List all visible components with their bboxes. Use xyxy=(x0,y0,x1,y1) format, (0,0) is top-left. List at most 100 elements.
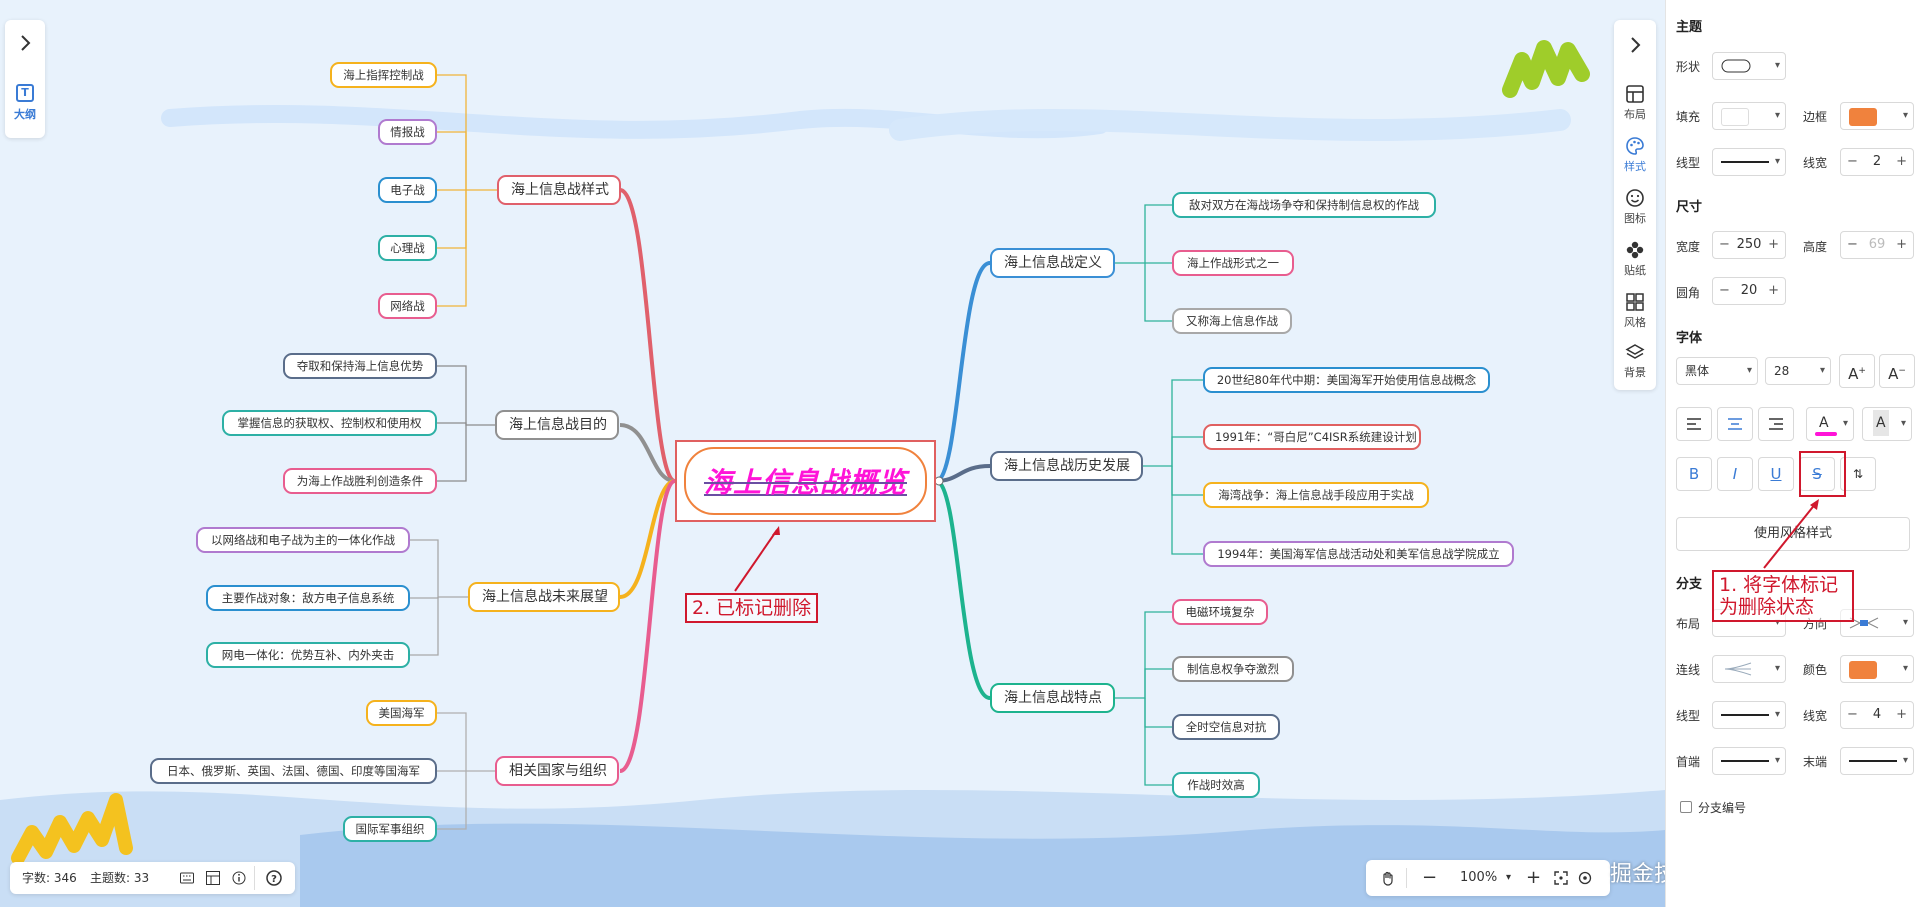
leaf-node[interactable]: 心理战 xyxy=(378,235,437,261)
tool-layout[interactable]: 布局 xyxy=(1614,84,1656,122)
strikethrough-button[interactable]: S xyxy=(1799,457,1835,491)
tool-style[interactable]: 样式 xyxy=(1614,136,1656,174)
decrement-button[interactable]: − xyxy=(1847,154,1858,169)
branch-line-select[interactable]: ▾ xyxy=(1712,655,1786,683)
leaf-node[interactable]: 主要作战对象：敌方电子信息系统 xyxy=(206,585,410,611)
bold-button[interactable]: B xyxy=(1676,457,1712,491)
leaf-node[interactable]: 掌握信息的获取权、控制权和使用权 xyxy=(222,410,437,436)
linewidth-value[interactable]: 2 xyxy=(1872,154,1882,169)
branch-node-countries[interactable]: 相关国家与组织 xyxy=(495,756,619,786)
outline-label[interactable]: 大纲 xyxy=(14,108,36,121)
increment-button[interactable]: + xyxy=(1896,154,1907,169)
use-style-button[interactable]: 使用风格样式 xyxy=(1676,517,1910,551)
tool-theme[interactable]: 风格 xyxy=(1614,292,1656,330)
locate-icon[interactable] xyxy=(1578,871,1592,885)
leaf-node[interactable]: 海上指挥控制战 xyxy=(330,62,437,88)
width-value[interactable]: 250 xyxy=(1736,237,1762,252)
leaf-node[interactable]: 国际军事组织 xyxy=(343,816,437,842)
highlight-color-select[interactable]: A ▾ xyxy=(1862,407,1912,441)
leaf-node[interactable]: 作战时效高 xyxy=(1172,772,1260,798)
shape-select[interactable]: ▾ xyxy=(1712,52,1786,80)
leaf-node[interactable]: 情报战 xyxy=(378,119,437,145)
hand-icon[interactable] xyxy=(1380,870,1396,886)
leaf-node[interactable]: 又称海上信息作战 xyxy=(1172,308,1292,334)
help-icon[interactable]: ? xyxy=(266,870,282,886)
leaf-node[interactable]: 海湾战争：海上信息战手段应用于实战 xyxy=(1203,482,1429,508)
font-color-select[interactable]: A ▾ xyxy=(1806,407,1854,441)
leaf-node[interactable]: 以网络战和电子战为主的一体化作战 xyxy=(196,527,410,553)
minimap-icon[interactable] xyxy=(206,871,220,885)
chevron-down-icon[interactable]: ▾ xyxy=(1506,872,1512,883)
border-color-select[interactable]: ▾ xyxy=(1840,102,1914,130)
width-stepper[interactable]: − 250 + xyxy=(1712,231,1786,259)
leaf-node[interactable]: 夺取和保持海上信息优势 xyxy=(283,353,437,379)
increment-button[interactable]: + xyxy=(1896,707,1907,722)
font-grow-button[interactable]: A+ xyxy=(1839,354,1875,388)
branch-color-select[interactable]: ▾ xyxy=(1840,655,1914,683)
leaf-node[interactable]: 为海上作战胜利创造条件 xyxy=(283,468,437,494)
leaf-node[interactable]: 制信息权争夺激烈 xyxy=(1172,656,1294,682)
leaf-node[interactable]: 敌对双方在海战场争夺和保持制信息权的作战 xyxy=(1172,192,1436,218)
leaf-node[interactable]: 全时空信息对抗 xyxy=(1172,714,1280,740)
font-family-select[interactable]: 黑体 ▾ xyxy=(1676,357,1758,385)
branch-node-purpose[interactable]: 海上信息战目的 xyxy=(495,410,619,440)
branch-linetype-select[interactable]: ▾ xyxy=(1712,701,1786,729)
radius-value[interactable]: 20 xyxy=(1740,283,1758,298)
tool-background[interactable]: 背景 xyxy=(1614,342,1656,380)
decrement-button[interactable]: − xyxy=(1719,237,1730,252)
leaf-node[interactable]: 网络战 xyxy=(378,293,437,319)
increment-button[interactable]: + xyxy=(1768,283,1779,298)
leaf-node[interactable]: 海上作战形式之一 xyxy=(1172,250,1294,276)
radius-stepper[interactable]: − 20 + xyxy=(1712,277,1786,305)
align-left-button[interactable] xyxy=(1676,407,1712,441)
chevron-down-icon: ▾ xyxy=(1774,617,1780,628)
branch-node-definition[interactable]: 海上信息战定义 xyxy=(990,248,1115,278)
leaf-node[interactable]: 日本、俄罗斯、英国、法国、德国、印度等国海军 xyxy=(150,758,437,784)
leaf-node[interactable]: 1994年：美国海军信息战活动处和美军信息战学院成立 xyxy=(1203,541,1514,567)
decrement-button[interactable]: − xyxy=(1847,707,1858,722)
mindmap-canvas[interactable]: 海上信息战样式 海上指挥控制战 情报战 电子战 心理战 网络战 海上信息战目的 … xyxy=(0,0,1665,907)
tail-select[interactable]: ▾ xyxy=(1840,747,1914,775)
leaf-node[interactable]: 电子战 xyxy=(378,177,437,203)
leaf-node[interactable]: 美国海军 xyxy=(366,700,437,726)
font-size-select[interactable]: 28 ▾ xyxy=(1765,357,1831,385)
tool-sticker[interactable]: 贴纸 xyxy=(1614,240,1656,278)
branch-linewidth-value[interactable]: 4 xyxy=(1872,707,1882,722)
align-center-button[interactable] xyxy=(1717,407,1753,441)
leaf-node[interactable]: 1991年：“哥白尼”C4ISR系统建设计划 xyxy=(1203,424,1421,450)
keyboard-icon[interactable] xyxy=(180,872,194,884)
fill-select[interactable]: ▾ xyxy=(1712,102,1786,130)
align-right-button[interactable] xyxy=(1758,407,1794,441)
zoom-level[interactable]: 100% xyxy=(1460,870,1498,885)
leaf-node[interactable]: 电磁环境复杂 xyxy=(1172,599,1268,625)
increment-button[interactable]: + xyxy=(1768,237,1779,252)
chevron-right-icon[interactable] xyxy=(14,32,36,54)
zoom-out-button[interactable]: − xyxy=(1422,867,1438,888)
zoom-in-button[interactable]: + xyxy=(1526,867,1542,888)
chevron-down-icon: ▾ xyxy=(1902,110,1908,121)
branch-numbering-checkbox[interactable] xyxy=(1680,801,1692,813)
leaf-node[interactable]: 20世纪80年代中期：美国海军开始使用信息战概念 xyxy=(1203,367,1490,393)
info-icon[interactable] xyxy=(232,871,246,885)
branch-node-styles[interactable]: 海上信息战样式 xyxy=(497,175,621,205)
root-node-selection[interactable]: 海上信息战概览 xyxy=(675,440,936,522)
tool-icon[interactable]: 图标 xyxy=(1614,188,1656,226)
branch-linewidth-stepper[interactable]: − 4 + xyxy=(1840,701,1914,729)
linetype-select[interactable]: ▾ xyxy=(1712,148,1786,176)
root-node[interactable]: 海上信息战概览 xyxy=(684,447,927,515)
underline-button[interactable]: U xyxy=(1758,457,1794,491)
linewidth-stepper[interactable]: − 2 + xyxy=(1840,148,1914,176)
sort-button[interactable]: ⇅ xyxy=(1840,457,1876,491)
italic-button[interactable]: I xyxy=(1717,457,1753,491)
decrement-button[interactable]: − xyxy=(1719,283,1730,298)
branch-node-outlook[interactable]: 海上信息战未来展望 xyxy=(468,582,620,612)
font-shrink-button[interactable]: A− xyxy=(1879,354,1915,388)
head-select[interactable]: ▾ xyxy=(1712,747,1786,775)
branch-node-history[interactable]: 海上信息战历史发展 xyxy=(990,451,1143,481)
leaf-node[interactable]: 网电一体化：优势互补、内外夹击 xyxy=(206,642,410,668)
outline-icon[interactable]: T xyxy=(16,84,34,102)
branch-node-features[interactable]: 海上信息战特点 xyxy=(990,683,1115,713)
chevron-right-icon[interactable] xyxy=(1624,34,1646,56)
word-count: 字数: 346 xyxy=(22,871,77,885)
fit-screen-icon[interactable] xyxy=(1554,871,1568,885)
